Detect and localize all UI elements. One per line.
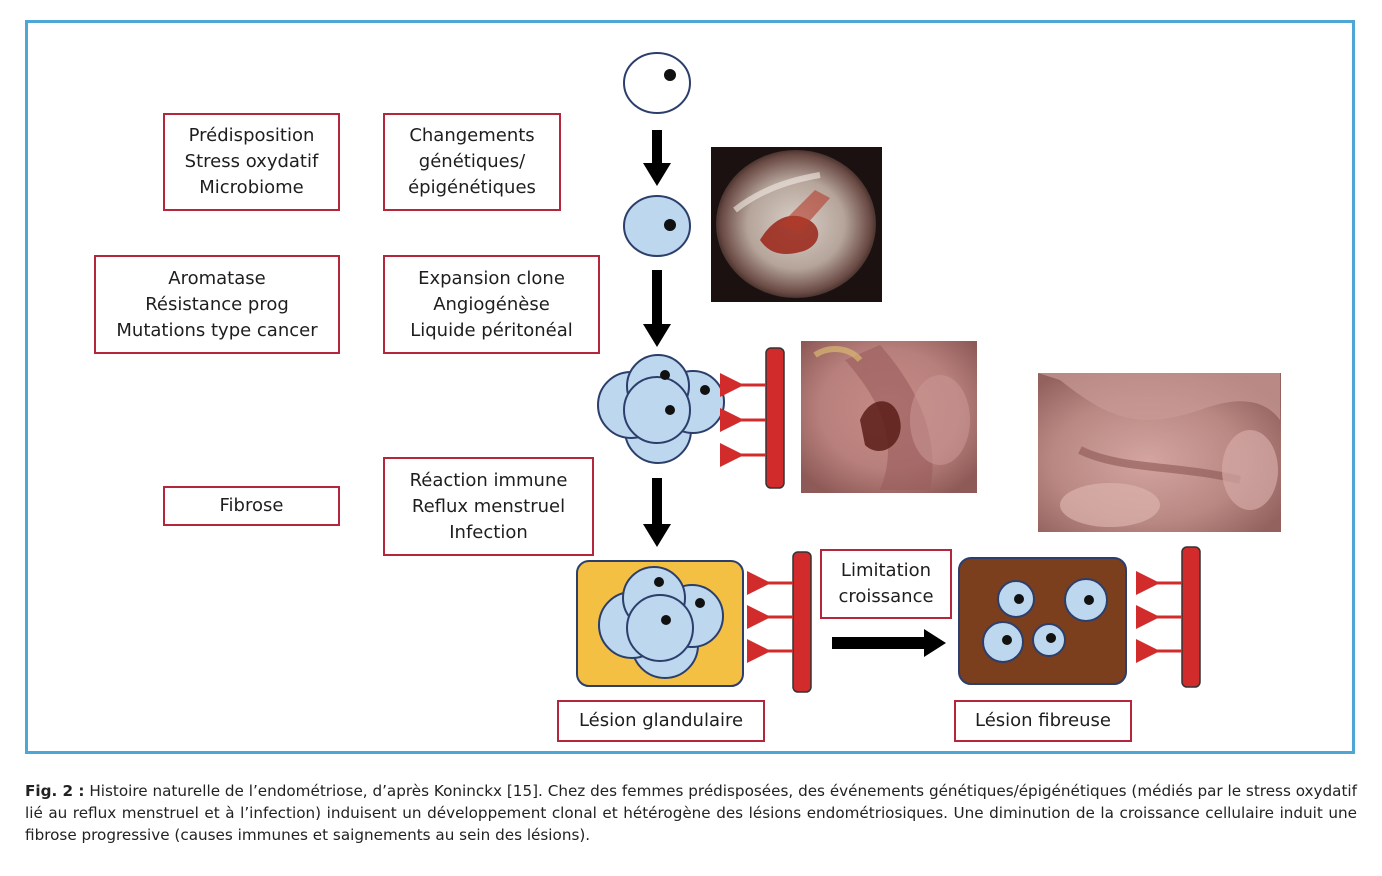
figure-caption: Fig. 2 : Histoire naturelle de l’endomét… — [25, 780, 1357, 846]
changements-box: Changements génétiques/ épigénétiques — [383, 113, 561, 211]
box-line: Résistance prog — [145, 293, 289, 315]
caption-text: Histoire naturelle de l’endométriose, d’… — [25, 782, 1358, 844]
box-line: Infection — [449, 521, 528, 543]
box-line: Changements — [409, 125, 535, 146]
down-arrow-icon — [643, 478, 671, 547]
blood-vessel-icon — [1136, 546, 1201, 688]
box-line: Angiogénèse — [433, 293, 550, 315]
blood-vessel-icon — [747, 551, 812, 693]
single-cell-icon — [623, 195, 691, 257]
box-line: Stress oxydatif — [184, 151, 319, 172]
laparoscopy-photo-2 — [801, 341, 977, 493]
box-line: Mutations type cancer — [116, 319, 318, 341]
box-line: croissance — [838, 586, 934, 607]
laparoscopy-photo-3 — [1038, 373, 1281, 532]
aromatase-box: Aromatase Résistance prog Mutations type… — [94, 255, 340, 354]
box-line: Fibrose — [219, 495, 284, 516]
cell-cluster-icon — [597, 354, 725, 464]
right-arrow-icon — [832, 629, 946, 657]
box-line: Limitation — [840, 560, 932, 581]
fibrous-lesion-icon — [958, 557, 1127, 685]
lesion-glandulaire-label: Lésion glandulaire — [557, 700, 765, 742]
reaction-box: Réaction immune Reflux menstruel Infecti… — [383, 457, 594, 556]
box-line: Expansion clone — [418, 267, 565, 289]
endoscopy-photo-1 — [711, 147, 882, 302]
figure-frame — [25, 20, 1355, 754]
box-line: Prédisposition — [188, 125, 315, 146]
single-cell-icon — [623, 52, 691, 114]
box-line: Microbiome — [199, 177, 304, 198]
expansion-box: Expansion clone Angiogénèse Liquide péri… — [383, 255, 600, 354]
box-line: Reflux menstruel — [411, 495, 566, 517]
limitation-box: Limitation croissance — [820, 549, 952, 619]
fibrose-box: Fibrose — [163, 486, 340, 526]
box-line: Réaction immune — [409, 469, 568, 491]
down-arrow-icon — [643, 130, 671, 186]
box-line: Aromatase — [168, 267, 266, 289]
caption-label: Fig. 2 : — [25, 782, 85, 800]
box-line: Liquide péritonéal — [410, 319, 573, 341]
down-arrow-icon — [643, 270, 671, 347]
lesion-fibreuse-label: Lésion fibreuse — [954, 700, 1132, 742]
blood-vessel-icon — [720, 347, 785, 489]
box-line: épigénétiques — [408, 177, 536, 198]
predisposition-box: Prédisposition Stress oxydatif Microbiom… — [163, 113, 340, 211]
glandular-lesion-icon — [576, 560, 744, 687]
box-line: génétiques/ — [418, 151, 526, 172]
